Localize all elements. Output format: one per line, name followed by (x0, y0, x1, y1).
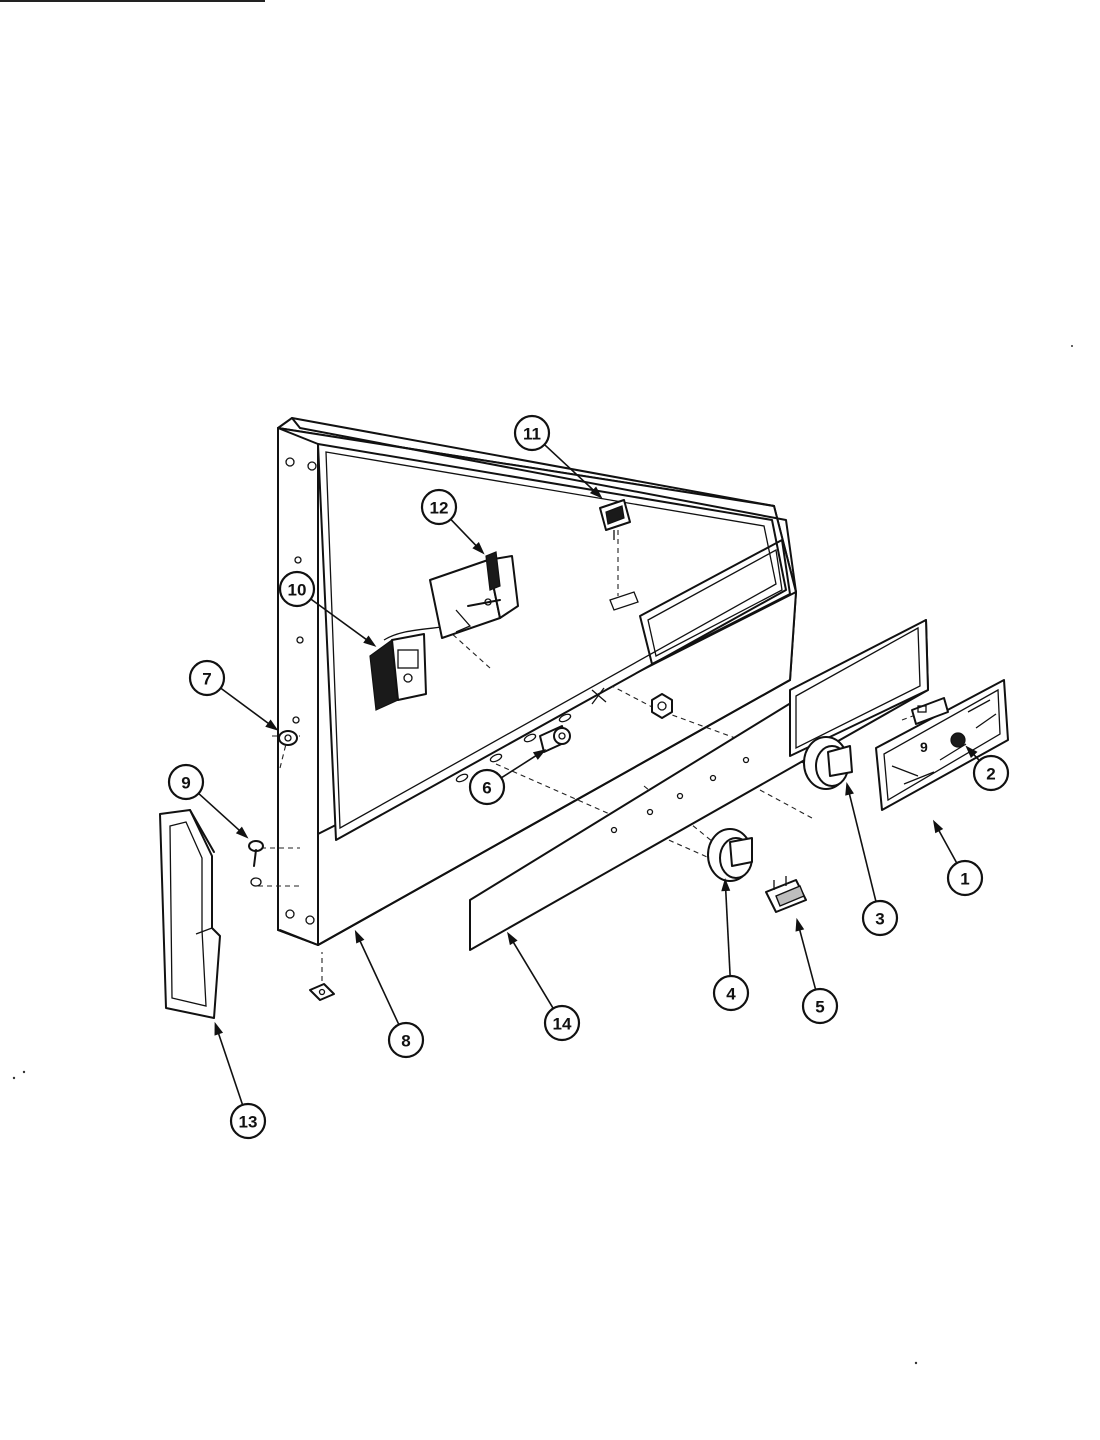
callout-circle (946, 859, 984, 897)
leader-line-11 (543, 443, 596, 493)
leader-line-14 (511, 939, 554, 1009)
callout-5: 5 (801, 987, 839, 1025)
leader-arrowhead-8 (354, 929, 365, 944)
callout-label: 2 (986, 765, 995, 784)
leader-arrowhead-11 (589, 486, 603, 499)
leader-arrowhead-10 (363, 635, 377, 647)
callout-label: 3 (875, 910, 884, 929)
callout-circle (801, 987, 839, 1025)
callout-label: 9 (181, 774, 190, 793)
callout-7: 7 (188, 659, 226, 697)
callout-label: 12 (430, 499, 449, 518)
callout-3: 3 (861, 899, 899, 937)
leader-line-9 (198, 792, 242, 833)
screw (248, 840, 264, 887)
panel-knob: 9 (920, 732, 966, 755)
callout-circle (167, 763, 205, 801)
callout-label: 5 (815, 998, 824, 1017)
control-panel-housing (277, 417, 797, 946)
indicator-switch (599, 499, 631, 540)
leader-arrowhead-12 (472, 542, 485, 555)
callout-1: 1 (946, 859, 984, 897)
callout-circle (188, 659, 226, 697)
leader-arrowhead-6 (532, 749, 547, 760)
callout-circle (468, 768, 506, 806)
callout-11: 11 (513, 414, 551, 452)
callout-circle (229, 1102, 267, 1140)
callout-label: 14 (553, 1015, 572, 1034)
selector-switch (369, 625, 451, 711)
callout-circle (278, 570, 316, 608)
leader-arrowhead-3 (845, 781, 854, 796)
callout-circle (387, 1021, 425, 1059)
leader-line-12 (450, 518, 479, 548)
leader-arrowhead-9 (235, 826, 249, 839)
callout-label: 4 (726, 985, 736, 1004)
leader-line-13 (217, 1031, 244, 1106)
callout-label: 8 (401, 1032, 410, 1051)
leader-arrowhead-1 (932, 819, 944, 834)
lamp-socket (539, 725, 571, 753)
leader-line-3 (848, 791, 877, 902)
leader-line-4 (724, 887, 731, 977)
callout-circle (420, 488, 458, 526)
callout-label: 7 (202, 670, 211, 689)
callout-13: 13 (229, 1102, 267, 1140)
decal-overlay (469, 619, 929, 951)
leader-line-1 (937, 828, 958, 864)
callout-2: 2 (972, 754, 1010, 792)
leader-arrowhead-2 (965, 745, 978, 759)
rocker-switch (765, 876, 807, 913)
graphics-panel (875, 679, 1009, 811)
callout-circle (513, 414, 551, 452)
leader-arrowhead-14 (507, 931, 518, 946)
callout-12: 12 (420, 488, 458, 526)
leader-line-6 (500, 753, 539, 779)
leader-arrowhead-4 (721, 877, 731, 892)
callout-circle (861, 899, 899, 937)
leader-arrowhead-13 (214, 1021, 224, 1036)
scan-speck (1071, 345, 1073, 347)
callout-label: 13 (239, 1113, 258, 1132)
panel-legend-digit: 9 (920, 739, 928, 755)
callout-8: 8 (387, 1021, 425, 1059)
end-cap (159, 809, 221, 1019)
callout-4: 4 (712, 974, 750, 1012)
timer (429, 551, 519, 639)
scan-speck (914, 1361, 918, 1365)
callout-circle (712, 974, 750, 1012)
leader-arrowhead-5 (795, 917, 805, 932)
leader-line-8 (358, 938, 400, 1025)
callout-9: 9 (167, 763, 205, 801)
callout-circle (972, 754, 1010, 792)
leader-line-10 (310, 598, 369, 642)
callout-circle (543, 1004, 581, 1042)
leader-arrowhead-7 (265, 719, 279, 731)
callout-label: 6 (482, 779, 491, 798)
callout-label: 11 (523, 425, 541, 444)
knob-right (803, 736, 853, 790)
nut (278, 730, 298, 746)
square-nut (309, 983, 335, 1001)
callout-label: 10 (288, 581, 307, 600)
scan-speck (22, 1070, 26, 1074)
panel-nut (651, 693, 673, 719)
callout-10: 10 (278, 570, 316, 608)
leader-line-7 (220, 687, 271, 726)
callout-6: 6 (468, 768, 506, 806)
knob-left (707, 828, 753, 882)
scan-speck (12, 1076, 16, 1080)
leader-lines (198, 443, 981, 1106)
callout-14: 14 (543, 1004, 581, 1042)
leader-line-5 (798, 927, 817, 990)
callout-label: 1 (960, 870, 969, 889)
